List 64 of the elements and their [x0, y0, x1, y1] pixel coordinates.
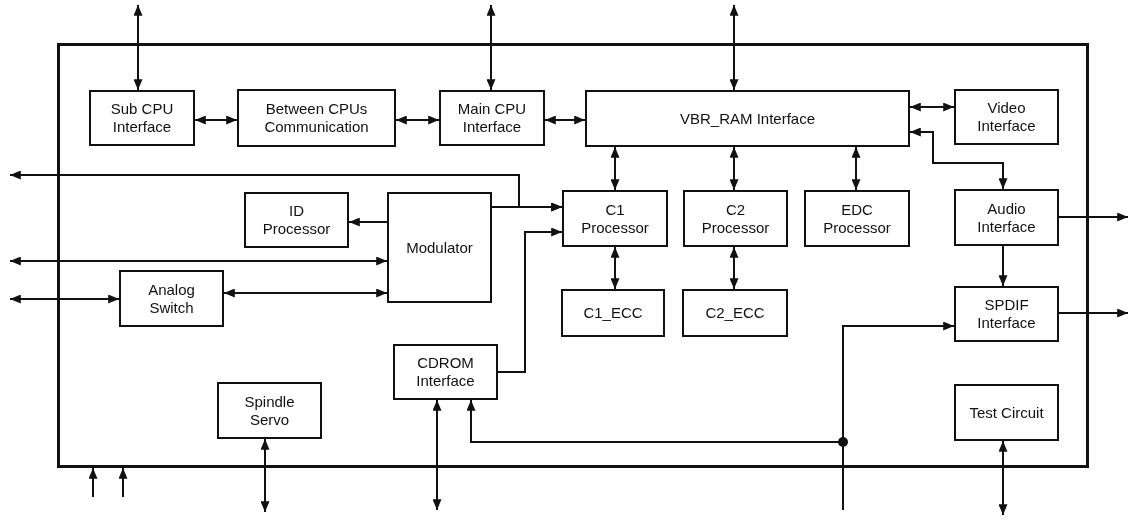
function-block [244, 192, 349, 248]
arrow [909, 127, 1008, 190]
function-block [804, 190, 910, 247]
block-label: Modulator [406, 238, 473, 257]
function-block [682, 289, 788, 337]
block-label: ID Processor [261, 202, 332, 238]
arrow [88, 467, 98, 498]
arrow [729, 146, 739, 191]
arrow [610, 146, 620, 191]
block-label: SPDIF Interface [976, 296, 1037, 332]
block-label: C1 Processor [580, 200, 650, 237]
block-label: Spindle Servo [243, 392, 296, 429]
arrow [133, 4, 143, 91]
block-label: Analog Switch [147, 280, 196, 317]
arrow [194, 115, 238, 125]
function-block [954, 286, 1059, 342]
function-block [954, 89, 1059, 145]
function-block [89, 90, 195, 146]
arrow [9, 256, 388, 266]
block-label: CDROM Interface [415, 354, 476, 390]
block-label: EDC Processor [822, 200, 892, 237]
arrow [9, 294, 120, 304]
arrow [260, 438, 270, 513]
arrow [432, 399, 442, 511]
arrow [998, 440, 1008, 516]
function-block [217, 382, 322, 439]
function-block [683, 190, 788, 247]
block-label: Video Interface [976, 99, 1037, 135]
function-block [562, 190, 668, 247]
arrow [223, 288, 388, 298]
arrow [486, 4, 496, 91]
block-label: Test Circuit [969, 403, 1044, 422]
arrow [610, 246, 620, 290]
arrow [1058, 212, 1128, 222]
arrow [9, 170, 563, 212]
chip-outline [57, 43, 1089, 468]
block-label: C2 Processor [700, 200, 771, 237]
arrow [729, 246, 739, 290]
block-label: C2_ECC [705, 304, 765, 322]
function-block [954, 189, 1059, 246]
arrow [497, 227, 563, 373]
block-label: VBR_RAM Interface [679, 109, 816, 128]
block-label: Audio Interface [976, 199, 1037, 236]
function-block [954, 384, 1059, 441]
function-block [585, 90, 910, 147]
function-block [393, 344, 498, 400]
block-label: Between CPUs Communication [263, 100, 370, 136]
function-block [439, 90, 545, 146]
arrow [998, 245, 1008, 287]
block-label: Main CPU Interface [456, 100, 528, 136]
function-block [387, 192, 492, 303]
arrow [851, 146, 861, 191]
block-label: Sub CPU Interface [109, 100, 175, 136]
function-block [237, 89, 396, 147]
arrow [1058, 308, 1128, 318]
function-block [561, 289, 665, 337]
arrow [118, 467, 128, 498]
function-block [119, 270, 224, 327]
arrow [544, 115, 586, 125]
arrow [729, 4, 739, 91]
arrow [348, 217, 388, 227]
arrow [395, 115, 440, 125]
block-label: C1_ECC [583, 304, 643, 322]
arrow [909, 102, 955, 112]
